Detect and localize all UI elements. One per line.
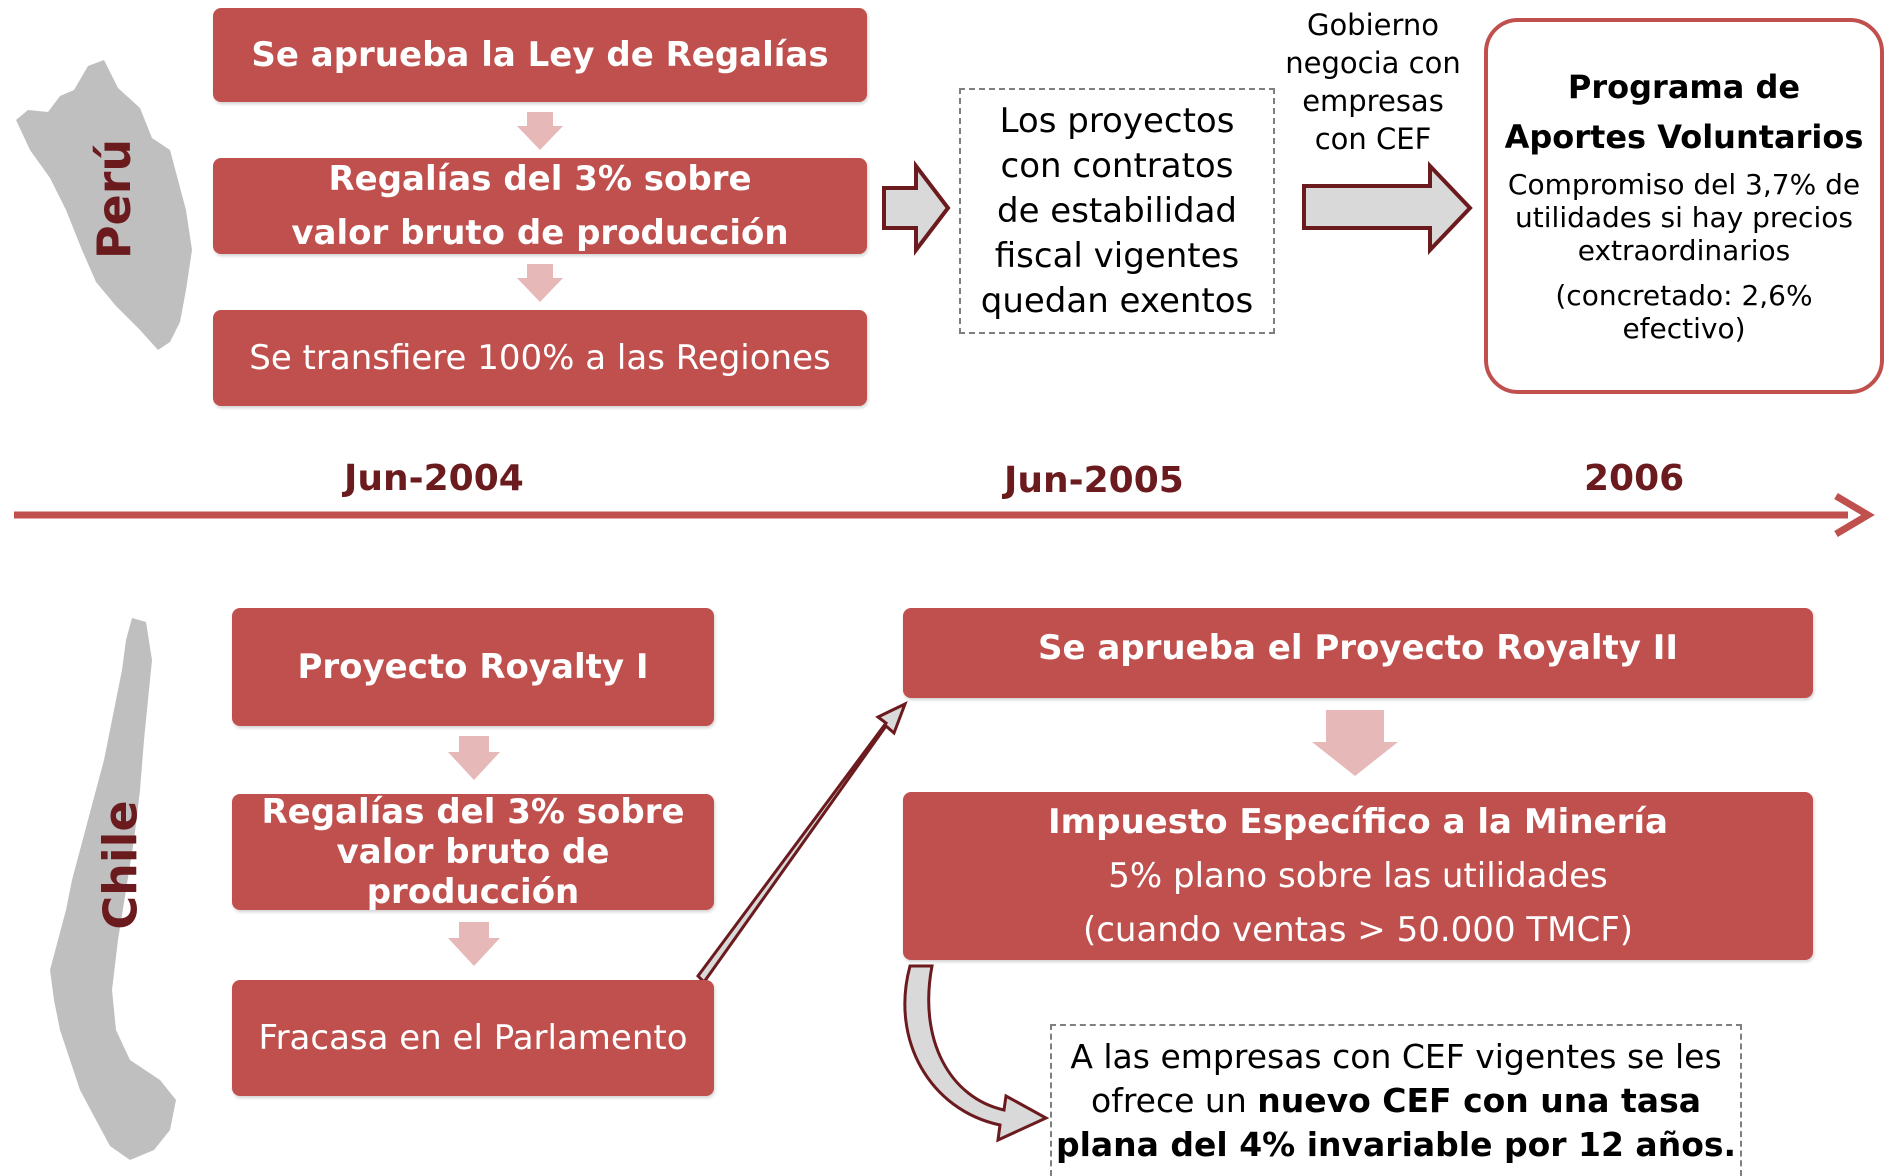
country-label-peru: Perú bbox=[87, 138, 142, 260]
chile-rate-line1: Regalías del 3% sobre bbox=[261, 792, 685, 832]
peru-gov-line1: Gobierno bbox=[1306, 8, 1440, 42]
chile-curved-arrow bbox=[903, 964, 1050, 1143]
timeline-arrowhead bbox=[1834, 492, 1875, 538]
peru-down-arrow-2 bbox=[517, 264, 563, 302]
peru-program-desc: Compromiso del 3,7% de utilidades si hay… bbox=[1507, 168, 1861, 267]
peru-government-label: Gobierno negocia con empresas con CEF bbox=[1266, 6, 1480, 158]
peru-gov-line4: con CEF bbox=[1314, 122, 1432, 156]
peru-program-title-2: Aportes Voluntarios bbox=[1504, 118, 1864, 156]
peru-right-arrow-2 bbox=[1302, 161, 1473, 255]
peru-law-box: Se aprueba la Ley de Regalías bbox=[213, 8, 867, 102]
peru-exempt-line1: Los proyectos bbox=[999, 100, 1235, 141]
chile-tax-title: Impuesto Específico a la Minería bbox=[1048, 802, 1668, 842]
chile-rate-line2: valor bruto de producción bbox=[336, 832, 610, 912]
peru-exempt-line3: de estabilidad bbox=[996, 190, 1238, 231]
country-label-chile: Chile bbox=[93, 800, 148, 930]
peru-program-box: Programa de Aportes Voluntarios Compromi… bbox=[1484, 18, 1884, 394]
chile-cef-line2-plain: ofrece un bbox=[1091, 1081, 1258, 1120]
chile-tax-line2: (cuando ventas > 50.000 TMCF) bbox=[1082, 910, 1634, 950]
chile-royalty1-text: Proyecto Royalty I bbox=[297, 647, 649, 687]
peru-program-note: (concretado: 2,6% efectivo) bbox=[1555, 279, 1813, 345]
chile-down-arrow-3 bbox=[1312, 710, 1398, 776]
peru-gov-line2: negocia con bbox=[1285, 46, 1461, 80]
chile-cef-line2-bold: nuevo CEF con una tasa bbox=[1257, 1081, 1701, 1120]
chile-fail-text: Fracasa en el Parlamento bbox=[258, 1018, 688, 1058]
chile-down-arrow-1 bbox=[448, 736, 500, 780]
chile-royalty2-text: Se aprueba el Proyecto Royalty II bbox=[1037, 628, 1679, 668]
timeline-date-2006: 2006 bbox=[1584, 458, 1685, 499]
peru-exempt-line5: quedan exentos bbox=[980, 280, 1254, 321]
peru-down-arrow-1 bbox=[517, 112, 563, 150]
peru-royalty-line2: valor bruto de producción bbox=[291, 213, 789, 253]
chile-cef-line2: ofrece un nuevo CEF con una tasa bbox=[1091, 1079, 1701, 1123]
chile-down-arrow-2 bbox=[448, 922, 500, 966]
chile-map bbox=[50, 618, 176, 1160]
chile-cef-box: A las empresas con CEF vigentes se les o… bbox=[1050, 1024, 1742, 1176]
peru-transfer-text: Se transfiere 100% a las Regiones bbox=[249, 338, 831, 378]
peru-map bbox=[16, 60, 192, 350]
peru-exempt-box: Los proyectos con contratos de estabilid… bbox=[959, 88, 1275, 334]
peru-royalty-box: Regalías del 3% sobre valor bruto de pro… bbox=[213, 158, 867, 254]
peru-law-text: Se aprueba la Ley de Regalías bbox=[251, 35, 829, 75]
chile-royalty2-box: Se aprueba el Proyecto Royalty II bbox=[903, 608, 1813, 698]
chile-fail-box: Fracasa en el Parlamento bbox=[232, 980, 714, 1096]
timeline-date-2005: Jun-2005 bbox=[1004, 460, 1184, 501]
peru-exempt-line2: con contratos bbox=[1000, 145, 1234, 186]
chile-rate-box: Regalías del 3% sobre valor bruto de pro… bbox=[232, 792, 714, 912]
peru-transfer-box: Se transfiere 100% a las Regiones bbox=[213, 310, 867, 406]
chile-tax-box: Impuesto Específico a la Minería 5% plan… bbox=[903, 792, 1813, 960]
peru-exempt-line4: fiscal vigentes bbox=[994, 235, 1240, 276]
chile-diagonal-arrow bbox=[696, 701, 908, 985]
timeline-date-2004: Jun-2004 bbox=[344, 458, 524, 499]
chile-cef-line3: plana del 4% invariable por 12 años. bbox=[1055, 1125, 1737, 1164]
peru-gov-line3: empresas bbox=[1302, 84, 1444, 118]
peru-royalty-line1: Regalías del 3% sobre bbox=[328, 159, 752, 199]
chile-tax-line1: 5% plano sobre las utilidades bbox=[1108, 856, 1608, 896]
peru-right-arrow-1 bbox=[882, 160, 951, 256]
chile-royalty1-box: Proyecto Royalty I bbox=[232, 608, 714, 726]
chile-cef-line1: A las empresas con CEF vigentes se les bbox=[1070, 1037, 1722, 1076]
peru-program-title-1: Programa de bbox=[1567, 68, 1801, 106]
